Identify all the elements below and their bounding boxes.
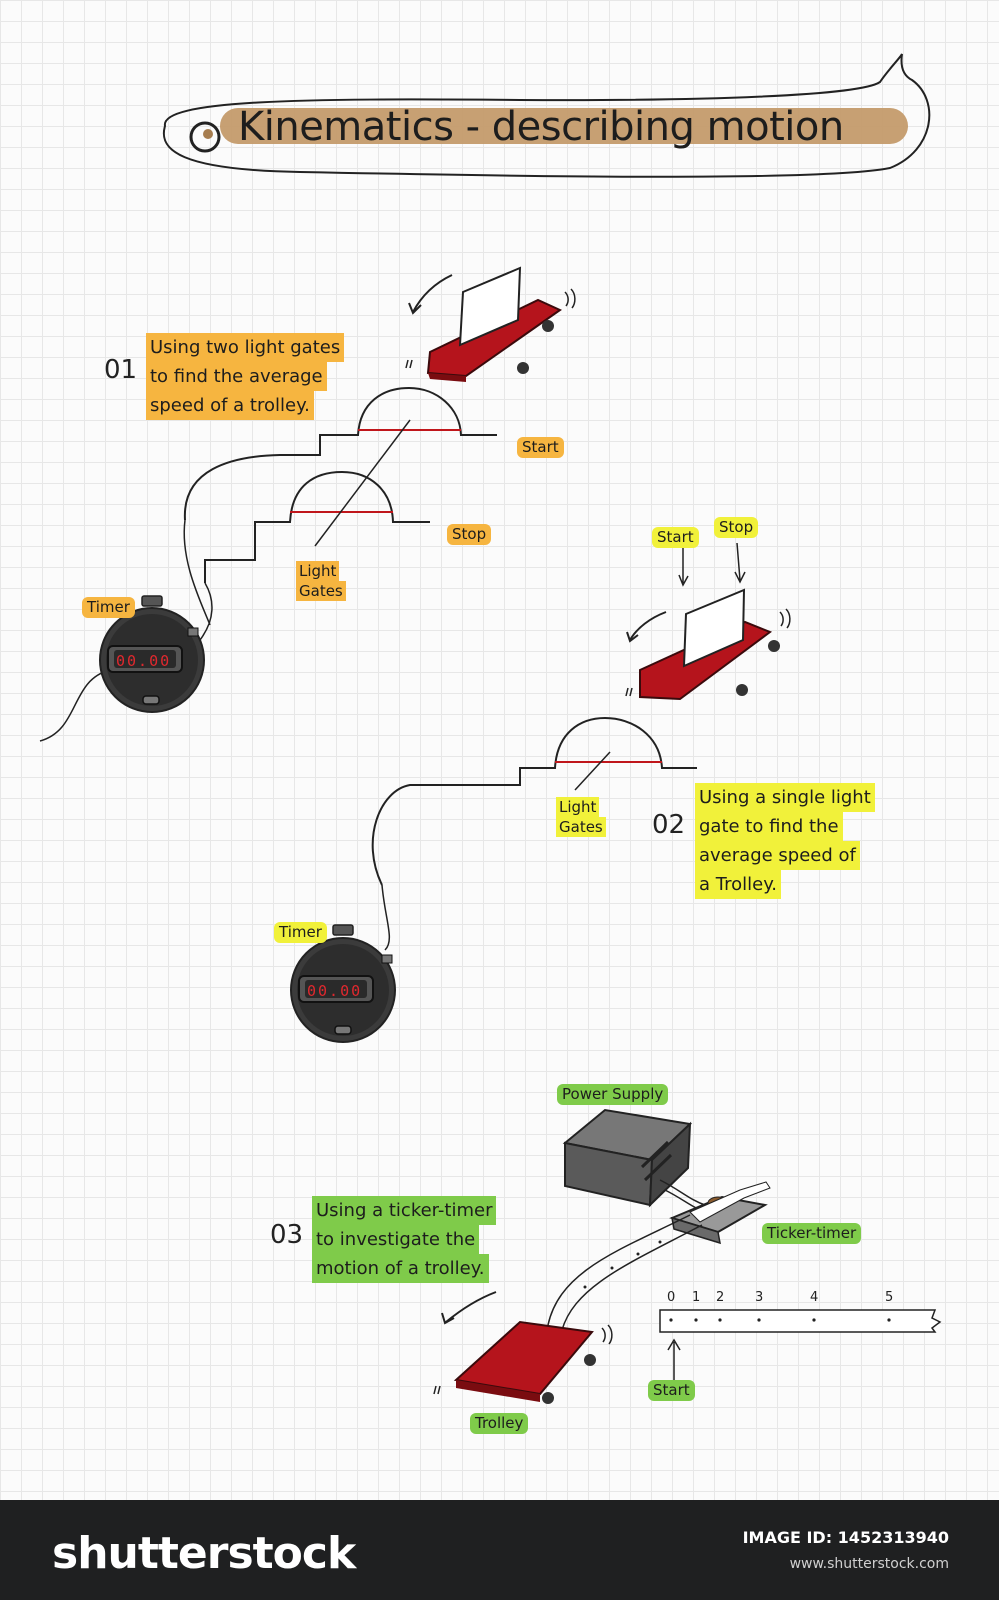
- section-01-line: Using two light gates: [146, 333, 345, 362]
- tape-tick: 2: [716, 1290, 725, 1305]
- section-03-line: motion of a trolley.: [312, 1254, 489, 1283]
- section-02-line: Using a single light: [695, 783, 875, 812]
- light-gates-word: Light: [556, 797, 600, 817]
- ticker-timer-label: Ticker-timer: [762, 1223, 862, 1244]
- section-02-line: average speed of: [695, 841, 860, 870]
- section-03-line: Using a ticker-timer: [312, 1196, 497, 1225]
- section-01-line: to find the average: [146, 362, 327, 391]
- stopwatch-display: 00.00: [307, 982, 363, 1000]
- footer-bar: shutterstock IMAGE ID: 1452313940 www.sh…: [0, 1500, 999, 1600]
- section-01-number: 01: [104, 355, 138, 385]
- power-supply-label: Power Supply: [557, 1084, 669, 1105]
- tape-tick: 1: [692, 1290, 701, 1305]
- site-link[interactable]: www.shutterstock.com: [789, 1556, 949, 1572]
- grid-background: [0, 0, 999, 1500]
- section-03-line: to investigate the: [312, 1225, 480, 1254]
- light-gates-word: Light: [296, 561, 340, 581]
- tape-tick: 5: [885, 1290, 894, 1305]
- tape-tick: 0: [667, 1290, 676, 1305]
- eye-icon: [189, 121, 221, 153]
- section-03-description: Using a ticker-timer to investigate the …: [312, 1196, 497, 1283]
- trolley-2: [625, 588, 791, 701]
- section-01-light-gates-label: Light Gates: [292, 561, 350, 601]
- power-supply-icon: [562, 1108, 693, 1208]
- section-02-line: gate to find the: [695, 812, 843, 841]
- stopwatch-display: 00.00: [116, 652, 172, 670]
- tape-tick: 4: [810, 1290, 819, 1305]
- section-01-timer-label: Timer: [82, 597, 135, 618]
- section-02-stop-label: Stop: [714, 517, 759, 538]
- tape-tick: 3: [755, 1290, 764, 1305]
- section-02-timer-label: Timer: [274, 922, 327, 943]
- trolley-1: [405, 266, 576, 382]
- page-title: Kinematics - describing motion: [238, 104, 844, 150]
- light-gates-word: Gates: [556, 817, 606, 837]
- section-01-start-label: Start: [517, 437, 564, 458]
- light-gates-word: Gates: [296, 581, 346, 601]
- trolley-3: [433, 1320, 613, 1404]
- section-01-stop-label: Stop: [447, 524, 492, 545]
- title-bubble: [162, 53, 931, 178]
- trolley-label: Trolley: [470, 1413, 529, 1434]
- ticker-tape: [659, 1309, 942, 1333]
- section-02-diagram: [290, 542, 791, 1043]
- section-02-line: a Trolley.: [695, 870, 782, 899]
- image-id: IMAGE ID: 1452313940: [742, 1528, 949, 1547]
- section-02-number: 02: [652, 810, 686, 840]
- section-02-start-label: Start: [652, 527, 699, 548]
- section-01-diagram: [39, 266, 576, 742]
- section-01-line: speed of a trolley.: [146, 391, 314, 420]
- section-03-start-label: Start: [648, 1380, 695, 1401]
- section-02-light-gates-label: Light Gates: [552, 797, 610, 837]
- stopwatch-icon: [290, 924, 396, 1043]
- section-01-description: Using two light gates to find the averag…: [146, 333, 345, 420]
- stopwatch-icon: [99, 595, 205, 713]
- ticker-timer-icon: [669, 1181, 771, 1245]
- brand-logo[interactable]: shutterstock: [52, 1528, 356, 1579]
- section-03-diagram: [433, 1108, 942, 1404]
- section-02-description: Using a single light gate to find the av…: [695, 783, 875, 899]
- diagram-artwork: [39, 53, 942, 1404]
- section-03-number: 03: [270, 1220, 304, 1250]
